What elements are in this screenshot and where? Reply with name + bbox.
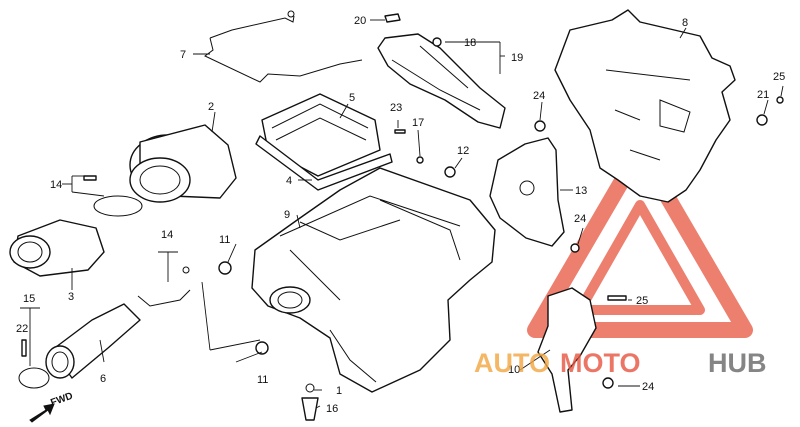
fwd-label: FWD bbox=[49, 391, 74, 409]
part-25-bolt-b bbox=[607, 295, 627, 301]
part-3-funnel bbox=[9, 219, 105, 277]
callout-6: 6 bbox=[100, 373, 106, 385]
callout-18: 18 bbox=[464, 37, 476, 49]
part-1-clip bbox=[305, 383, 315, 393]
part-8-fender bbox=[554, 9, 736, 203]
callout-4: 4 bbox=[286, 175, 292, 187]
callout-15: 15 bbox=[23, 293, 35, 305]
part-24-nut-c bbox=[602, 377, 614, 389]
part-22-screw bbox=[21, 339, 27, 357]
part-2-filter bbox=[129, 124, 237, 203]
callout-22: 22 bbox=[16, 323, 28, 335]
part-11-grommet-a bbox=[218, 261, 232, 275]
watermark-hub: HUB bbox=[708, 348, 767, 378]
callout-16: 16 bbox=[326, 403, 338, 415]
part-18-screw bbox=[432, 37, 442, 47]
part-11-grommet-b bbox=[255, 341, 269, 355]
callout-25-lower: 25 bbox=[636, 295, 648, 307]
part-13-bracket bbox=[489, 137, 565, 247]
part-21-nut bbox=[756, 114, 768, 126]
part-12-nut bbox=[444, 166, 456, 178]
part-14-screw bbox=[83, 175, 97, 181]
callout-7: 7 bbox=[180, 49, 186, 61]
callout-13: 13 bbox=[575, 185, 587, 197]
part-20-clip bbox=[384, 13, 401, 23]
part-24-nut-b bbox=[570, 243, 580, 253]
callout-1: 1 bbox=[336, 385, 342, 397]
callout-19: 19 bbox=[511, 52, 523, 64]
part-14-clamp-upper bbox=[93, 195, 143, 217]
watermark-auto: AUTO bbox=[474, 348, 550, 378]
callout-14-lower: 14 bbox=[161, 229, 173, 241]
part-19-ribs bbox=[391, 45, 481, 111]
callout-11-upper: 11 bbox=[219, 234, 230, 246]
callout-5: 5 bbox=[349, 92, 355, 104]
callout-14-upper: 14 bbox=[50, 179, 62, 191]
part-4-gasket bbox=[255, 135, 393, 191]
part-6-hose bbox=[45, 303, 141, 379]
part-25-bolt-a bbox=[776, 96, 784, 104]
callout-24-middle: 24 bbox=[574, 213, 586, 225]
fwd-arrow-icon bbox=[29, 403, 55, 423]
callout-24-upper: 24 bbox=[533, 90, 545, 102]
callout-11-lower: 11 bbox=[257, 374, 268, 386]
watermark-logo-icon bbox=[527, 142, 753, 338]
part-19-cover bbox=[377, 33, 506, 129]
part-24-nut-a bbox=[534, 120, 546, 132]
callout-2: 2 bbox=[208, 101, 214, 113]
part-8-details bbox=[605, 69, 691, 161]
callout-10: 10 bbox=[508, 364, 520, 376]
part-9-case bbox=[251, 167, 496, 393]
callout-17: 17 bbox=[412, 117, 424, 129]
part-10-bracket bbox=[537, 287, 597, 413]
part-13-hole bbox=[519, 180, 535, 196]
part-14-screw-b bbox=[182, 266, 190, 274]
callout-12: 12 bbox=[457, 145, 469, 157]
part-23-bolt bbox=[394, 129, 406, 134]
part-7-stay bbox=[204, 15, 363, 83]
callout-8: 8 bbox=[682, 17, 688, 29]
leader-lines bbox=[20, 19, 784, 409]
callout-9: 9 bbox=[284, 209, 290, 221]
part-14-clamp-lower bbox=[137, 289, 191, 307]
callout-24-lower: 24 bbox=[642, 381, 654, 393]
callout-23: 23 bbox=[390, 102, 402, 114]
callout-21: 21 bbox=[757, 89, 769, 101]
watermark-moto: MOTO bbox=[560, 348, 641, 378]
callout-25-upper: 25 bbox=[773, 71, 785, 83]
part-15-clamp bbox=[18, 367, 50, 389]
part-16-plug bbox=[301, 397, 319, 421]
callout-3: 3 bbox=[68, 291, 74, 303]
callout-20: 20 bbox=[354, 15, 366, 27]
part-7-clip bbox=[287, 10, 295, 18]
part-17-washer bbox=[416, 156, 424, 164]
